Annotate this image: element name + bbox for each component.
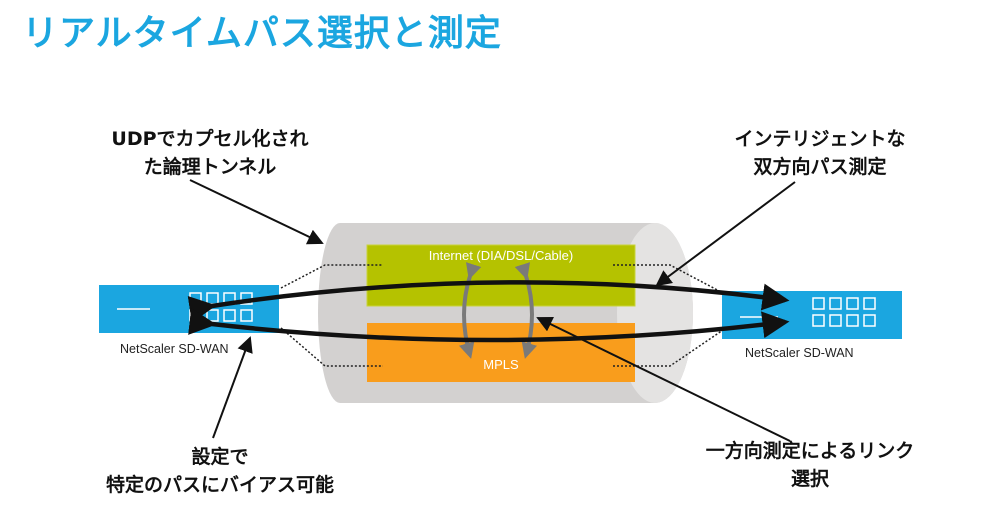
callout-line: た論理トンネル xyxy=(143,156,277,178)
pointer-udp xyxy=(189,179,324,245)
callout-pointers xyxy=(189,179,796,442)
path-arrows xyxy=(187,280,790,343)
internet-link-label: Internet (DIA/DSL/Cable) xyxy=(428,248,574,263)
device-left[interactable] xyxy=(99,285,279,333)
device-right-label: NetScaler SD-WAN xyxy=(745,346,854,360)
callout-bias: 設定で 特定のパスにバイアス可能 xyxy=(55,443,385,499)
port-icon xyxy=(846,297,859,310)
callout-line: UDPでカプセル化され xyxy=(111,128,309,150)
port-icon xyxy=(846,314,859,327)
port-icon xyxy=(829,297,842,310)
callout-bidirectional: インテリジェントな 双方向パス測定 xyxy=(690,125,950,181)
callout-line: 選択 xyxy=(790,468,829,490)
callout-line: 設定で xyxy=(191,446,249,468)
port-icon xyxy=(812,297,825,310)
device-left-label: NetScaler SD-WAN xyxy=(120,342,229,356)
port-icon xyxy=(863,314,876,327)
port-icon xyxy=(863,297,876,310)
path-arrow-top xyxy=(187,280,790,323)
pointer-bidir xyxy=(655,181,796,287)
callout-line: 一方向測定によるリンク xyxy=(705,440,915,462)
pointer-bias xyxy=(212,336,253,439)
callout-line: インテリジェントな xyxy=(734,128,906,150)
pointer-oneway xyxy=(536,316,791,442)
path-arrow-bottom xyxy=(188,308,790,343)
port-icon xyxy=(829,314,842,327)
callout-udp-tunnel: UDPでカプセル化され た論理トンネル xyxy=(60,125,360,181)
device-right[interactable] xyxy=(722,291,902,339)
mpls-link-label: MPLS xyxy=(483,357,519,372)
mpls-link-band xyxy=(367,323,635,382)
callout-one-way: 一方向測定によるリンク 選択 xyxy=(660,437,960,493)
port-icon xyxy=(812,314,825,327)
page-title: リアルタイムパス選択と測定 xyxy=(22,13,502,54)
callout-line: 特定のパスにバイアス可能 xyxy=(105,474,334,496)
callout-line: 双方向パス測定 xyxy=(753,156,887,178)
port-grid-icon xyxy=(812,297,876,327)
